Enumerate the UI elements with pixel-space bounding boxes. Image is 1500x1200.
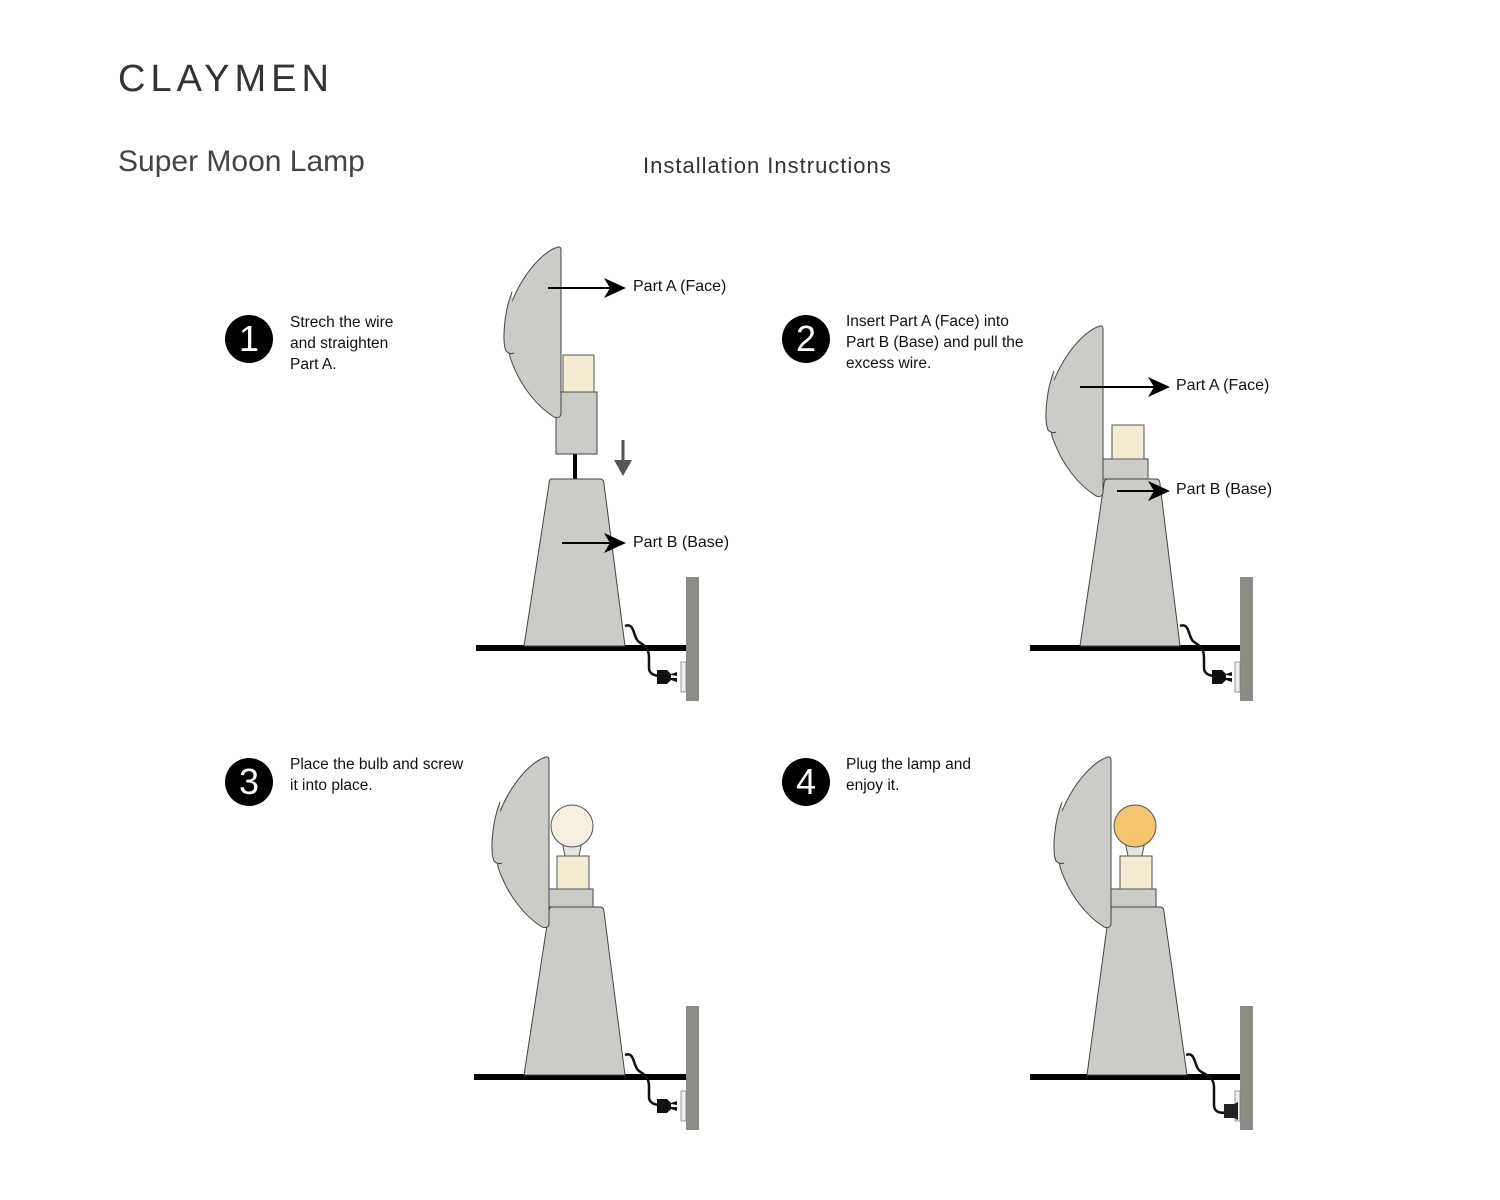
document-subtitle: Installation Instructions: [643, 153, 892, 178]
step-number-1: 1: [225, 315, 273, 363]
socket: [562, 354, 595, 393]
step-1-illustration: [476, 246, 700, 702]
lamp-face: [503, 246, 562, 418]
step-2-illustration: [1030, 325, 1254, 702]
label-part-b: Part B (Base): [1176, 481, 1273, 498]
step-2-text: Insert Part A (Face) into Part B (Base) …: [846, 313, 1024, 372]
wall-outlet: [680, 576, 700, 702]
power-cord-plug: [623, 624, 679, 686]
label-part-b: Part B (Base): [633, 534, 730, 551]
step-3-illustration: [474, 756, 700, 1131]
bulb-on: [1113, 804, 1157, 848]
step-3-text: Place the bulb and screw it into place.: [290, 756, 464, 794]
step-number-4: 4: [782, 758, 830, 806]
step-4-text: Plug the lamp and enjoy it.: [846, 756, 971, 794]
label-part-a: Part A (Face): [633, 278, 727, 295]
socket-housing: [555, 391, 598, 455]
label-part-a: Part A (Face): [1176, 377, 1270, 394]
step-number-3: 3: [225, 758, 273, 806]
product-title: Super Moon Lamp: [118, 145, 365, 178]
bulb-off: [550, 804, 594, 848]
brand-logo: CLAYMEN: [118, 58, 334, 100]
lamp-base: [523, 478, 626, 647]
step-number-2: 2: [782, 315, 830, 363]
step-4-illustration: [1030, 756, 1254, 1131]
step-1-text: Strech the wire and straighten Part A.: [290, 314, 394, 373]
